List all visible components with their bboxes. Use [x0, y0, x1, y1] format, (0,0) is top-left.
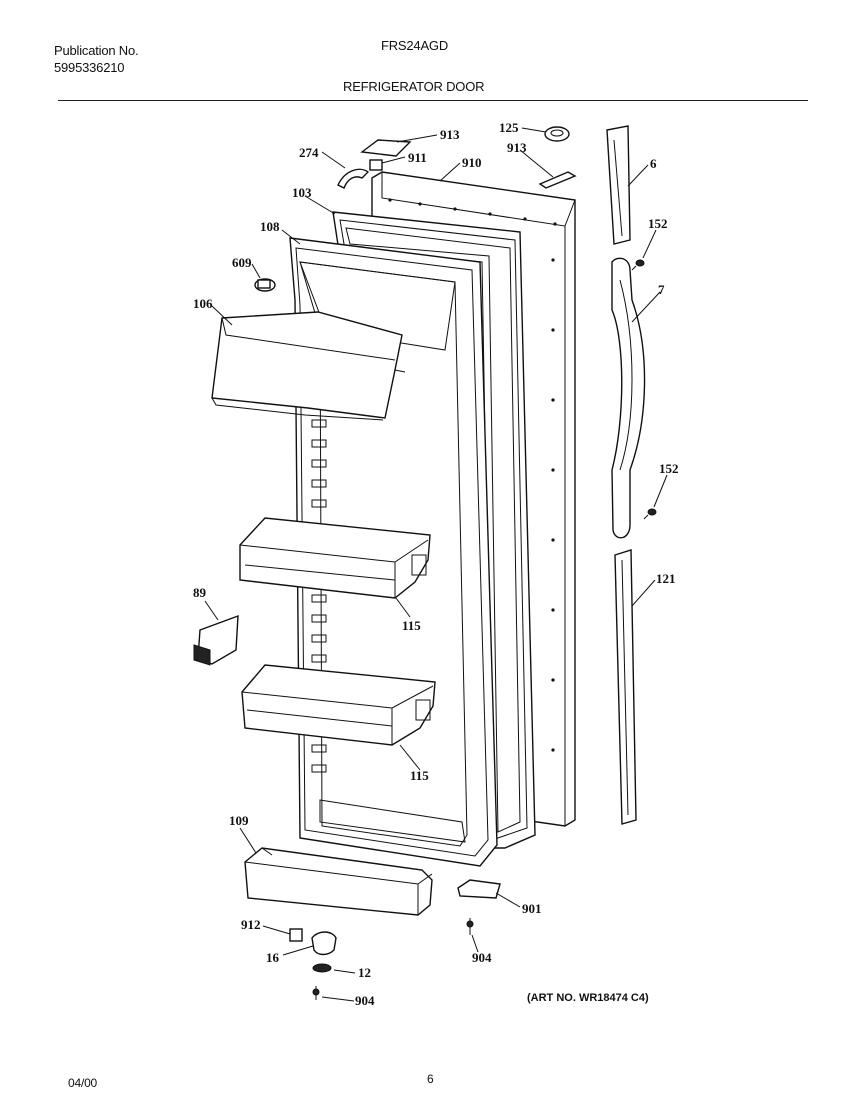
- section-title: REFRIGERATOR DOOR: [343, 79, 485, 94]
- door-handle: [611, 257, 646, 539]
- publication-number: 5995336210: [54, 60, 125, 75]
- door-bin-upper: [239, 517, 431, 599]
- hinge-bracket-274: [337, 168, 370, 189]
- part-label-125: 125: [499, 120, 519, 135]
- part-label-911: 911: [408, 150, 427, 165]
- part-label-904-left: 904: [355, 993, 375, 1008]
- bushing-911: [369, 159, 383, 171]
- footer-date: 04/00: [68, 1076, 98, 1090]
- header-divider: [58, 100, 808, 101]
- bottom-bin: [244, 847, 433, 916]
- part-label-12: 12: [358, 965, 371, 980]
- part-label-121: 121: [656, 571, 676, 586]
- art-number: (ART NO. WR18474 C4): [527, 992, 649, 1004]
- screw-152-lower: [643, 508, 657, 520]
- hinge-16: [311, 931, 337, 956]
- part-label-115-upper: 115: [402, 618, 421, 633]
- dairy-compartment: [211, 311, 406, 421]
- part-label-901: 901: [522, 901, 542, 916]
- butter-door: [193, 614, 239, 666]
- part-label-274: 274: [299, 145, 319, 160]
- door-bin-lower: [241, 664, 436, 746]
- bushing-125: [544, 126, 570, 142]
- publication-label: Publication No.: [54, 43, 139, 58]
- hinge-cover-901: [457, 879, 501, 899]
- part-label-912: 912: [241, 917, 261, 932]
- part-label-106: 106: [193, 296, 213, 311]
- screw-904-right: [466, 918, 474, 935]
- leader-lines: [204, 127, 668, 1002]
- part-label-913-top: 913: [440, 127, 460, 142]
- part-label-913-right: 913: [507, 140, 527, 155]
- part-label-904-right: 904: [472, 950, 492, 965]
- part-label-7: 7: [658, 282, 665, 297]
- page-number: 6: [427, 1072, 434, 1086]
- part-label-109: 109: [229, 813, 249, 828]
- plate-913: [538, 171, 577, 189]
- cap-609: [254, 278, 276, 292]
- handle-trim-top: [606, 125, 631, 245]
- part-label-910: 910: [462, 155, 482, 170]
- part-label-152-lower: 152: [659, 461, 679, 476]
- part-label-103: 103: [292, 185, 312, 200]
- part-label-152-upper: 152: [648, 216, 668, 231]
- screw-904-left: [312, 986, 320, 1000]
- part-label-16: 16: [266, 950, 280, 965]
- hinge-cover-913: [360, 139, 412, 157]
- handle-trim-bottom: [614, 549, 637, 825]
- bushing-912: [289, 928, 303, 942]
- shim-12: [312, 963, 332, 973]
- screw-152-upper: [631, 259, 645, 271]
- part-label-89: 89: [193, 585, 207, 600]
- part-label-609: 609: [232, 255, 252, 270]
- part-label-108: 108: [260, 219, 280, 234]
- part-label-115-lower: 115: [410, 768, 429, 783]
- part-label-6: 6: [650, 156, 657, 171]
- model-number: FRS24AGD: [381, 38, 449, 53]
